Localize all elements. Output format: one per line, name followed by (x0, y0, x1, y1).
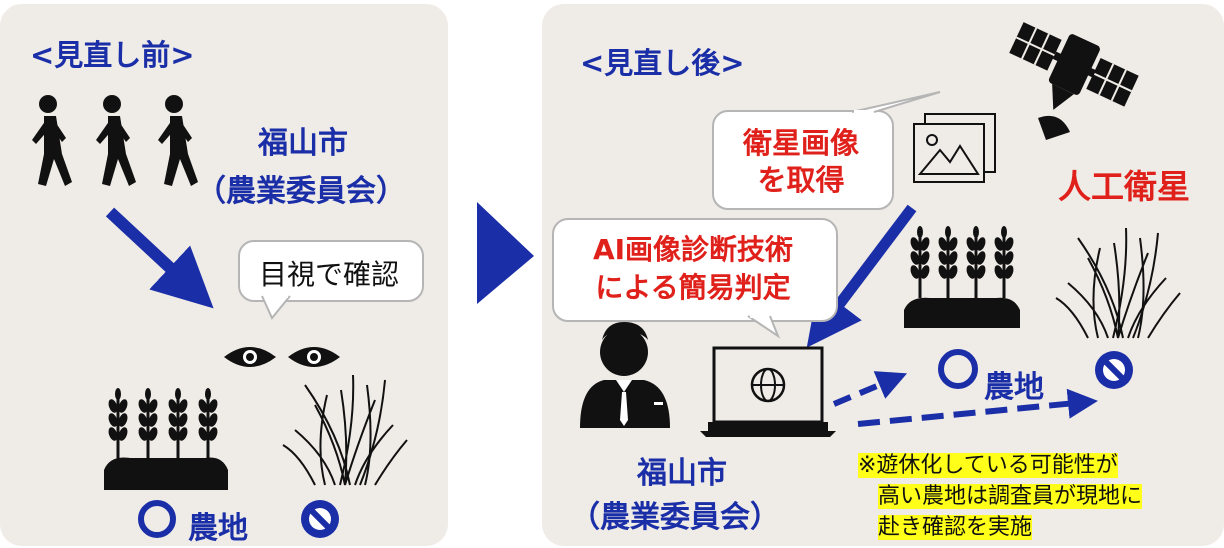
after-farmland-label: 農地 (984, 370, 1044, 405)
note-line-1: ※遊休化している可能性が (858, 453, 1118, 478)
inspection-arrow (105, 207, 214, 309)
prohibited-icon-after (1095, 351, 1133, 389)
satellite-image-line1: 衛星画像 (742, 126, 859, 160)
ok-circle-icon-after (938, 349, 978, 389)
after-actor-name: 福山市 (637, 456, 727, 491)
before-farmland-label: 農地 (188, 511, 248, 546)
weeds-field-icon-after (1055, 227, 1181, 339)
satellite-icon (1009, 22, 1139, 140)
ok-circle-icon (138, 500, 176, 538)
ai-diagnosis-bubble (552, 218, 838, 322)
eyes-icon (224, 347, 340, 367)
before-actor-org: （農業委員会） (196, 174, 406, 209)
note-line-2: 高い農地は調査員が現地に (878, 484, 1143, 509)
wheat-field-icon (104, 386, 228, 490)
satellite-label: 人工衛星 (1058, 167, 1190, 206)
before-heading: <見直し前> (30, 38, 195, 72)
transition-arrow (477, 202, 534, 304)
before-actor-name: 福山市 (258, 126, 348, 161)
wheat-field-icon-after (904, 224, 1020, 328)
ai-diagnosis-line2: による簡易判定 (595, 271, 791, 304)
satellite-image-bubble (712, 110, 894, 210)
field-survey-note: ※遊休化している可能性が 高い農地は調査員が現地に 赴き確認を実施 (858, 450, 1143, 543)
officer-icon (580, 322, 670, 428)
satellite-image-icon (913, 113, 996, 183)
visual-check-bubble (238, 240, 424, 302)
dashed-arrow-to-ok (832, 371, 908, 407)
visual-check-text: 目視で確認 (258, 258, 399, 291)
ai-diagnosis-line1: AI画像診断技術 (592, 233, 794, 266)
prohibited-icon (301, 500, 339, 538)
satellite-image-line2: を取得 (757, 163, 845, 197)
laptop-icon (700, 346, 836, 437)
weeds-field-icon (282, 374, 408, 486)
after-actor-org: （農業委員会） (570, 500, 780, 535)
after-heading: <見直し後> (580, 46, 745, 80)
note-line-3: 赴き確認を実施 (878, 515, 1033, 540)
dashed-arrow-to-ng (857, 388, 1098, 427)
inspectors-walking-icon (32, 95, 198, 186)
